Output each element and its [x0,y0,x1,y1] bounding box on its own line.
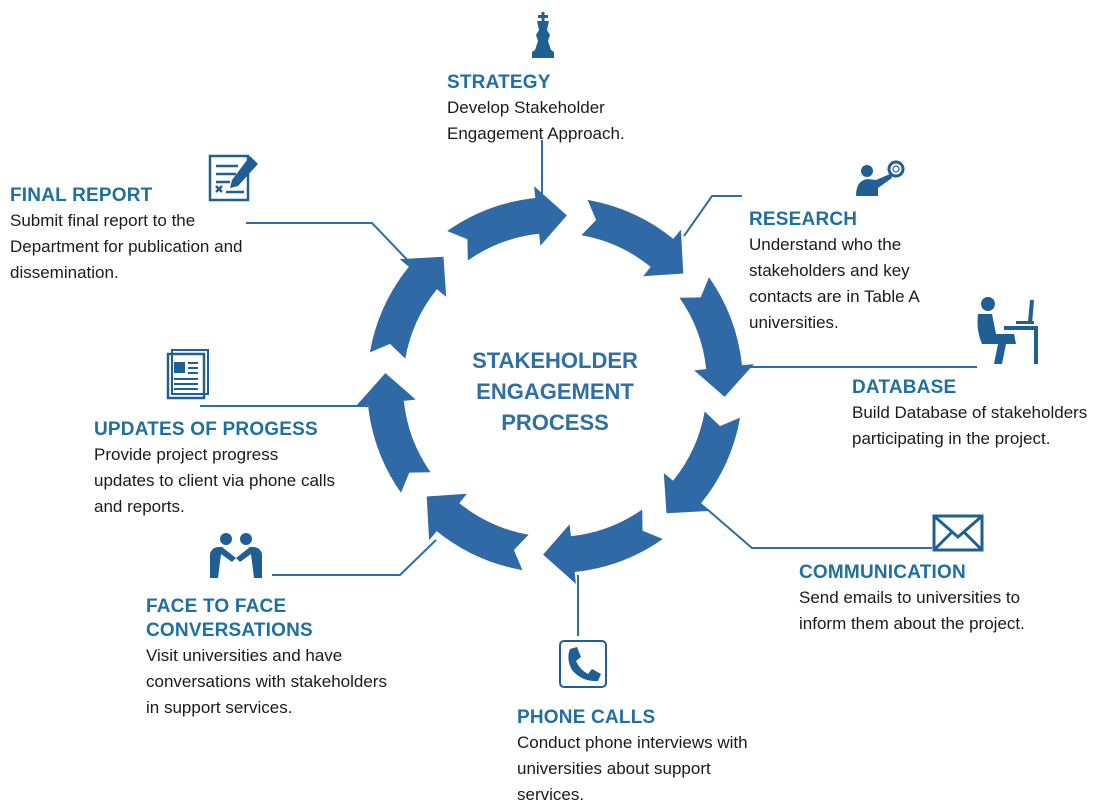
step-title: UPDATES OF PROGESS [94,419,318,440]
step-phone-calls: PHONE CALLS Conduct phone interviews wit… [517,706,777,808]
chess-king-icon [532,12,554,58]
phone-icon [559,640,607,688]
arrow-final-report-to-strategy [369,256,447,359]
step-strategy: STRATEGY Develop Stakeholder Engagement … [447,71,697,147]
connector-research [683,195,742,237]
step-database: DATABASE Build Database of stakeholders … [852,376,1092,452]
connector-lines [200,140,977,636]
arrow-strategy-to-research [447,186,567,261]
step-title: COMMUNICATION [799,562,966,583]
step-description: Understand who the stakeholders and key … [749,235,919,332]
step-title: FACE TO FACE CONVERSATIONS [146,596,313,641]
cycle-arrow-ring [356,186,754,584]
step-description: Provide project progress updates to clie… [94,445,335,516]
center-title-line2: ENGAGEMENT [476,379,634,404]
center-title: STAKEHOLDER ENGAGEMENT PROCESS [430,345,680,438]
step-description: Develop Stakeholder Engagement Approach. [447,98,625,143]
step-research: RESEARCH Understand who the stakeholders… [749,208,969,336]
person-magnifier-icon [856,160,905,196]
step-description: Build Database of stakeholders participa… [852,403,1088,448]
arrow-research-to-database [581,199,684,277]
center-title-line1: STAKEHOLDER [472,348,638,373]
step-title: FINAL REPORT [10,185,153,206]
arrow-updates-to-final-report [356,373,431,493]
signed-report-icon [208,154,258,202]
connector-communication [707,509,932,549]
step-description: Visit universities and have conversation… [146,646,387,717]
center-title-line3: PROCESS [501,410,609,435]
envelope-icon [932,514,984,552]
step-title: STRATEGY [447,72,551,93]
arrow-database-to-communication [679,277,754,397]
step-communication: COMMUNICATION Send emails to universitie… [799,561,1054,637]
arrow-face-to-face-to-updates [426,493,529,571]
step-title: PHONE CALLS [517,707,656,728]
step-title: RESEARCH [749,209,858,230]
step-face-to-face: FACE TO FACE CONVERSATIONS Visit univers… [146,595,396,721]
step-description: Submit final report to the Department fo… [10,211,243,282]
step-description: Conduct phone interviews with universiti… [517,733,748,804]
connector-final-report [246,222,416,269]
step-updates: UPDATES OF PROGESS Provide project progr… [94,418,339,520]
people-meeting-icon [210,533,262,578]
report-document-icon [166,349,209,400]
step-final-report: FINAL REPORT Submit final report to the … [10,184,250,286]
arrow-phone-calls-to-face-to-face [543,509,663,584]
connector-face-to-face [272,539,437,576]
step-title: DATABASE [852,377,957,398]
arrow-communication-to-phone-calls [663,411,741,514]
person-at-computer-icon [977,297,1038,364]
step-description: Send emails to universities to inform th… [799,588,1025,633]
